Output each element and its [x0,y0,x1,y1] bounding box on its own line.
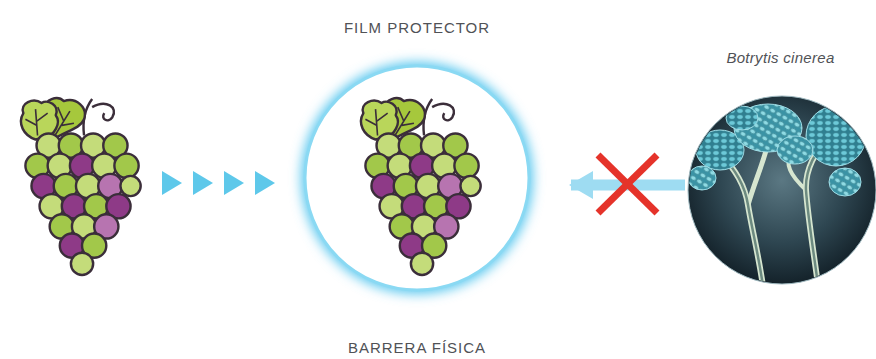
barrier-circle: FILM PROTECTOR BARRERA FÍSICA [279,8,555,359]
node-outline [685,45,876,290]
chevron [224,171,244,195]
hypha [722,155,765,300]
cross-stroke [598,155,657,213]
node-heading: BARRERA FÍSICA [279,338,555,357]
node-heading: FILM PROTECTOR [279,18,555,37]
barrier-circle-shape [305,66,529,290]
chevron [162,171,182,195]
hypha-core [806,135,832,300]
conidia-cluster [688,166,716,190]
blocked-cross [598,155,657,213]
protected-grape-bunch [361,98,481,275]
hypha [748,135,770,205]
hypha [788,150,806,190]
hyphae [722,135,832,300]
connector-group [571,185,685,186]
chevron [193,171,213,195]
pathogen-circle: Botrytis cinerea [685,45,876,290]
flow-chevrons [162,171,275,195]
cross-stroke [598,155,657,213]
conidia-cluster [734,104,802,152]
grape-bunch [21,98,141,275]
conidia-cluster [726,106,758,130]
hypha-core [722,155,765,300]
blocked-arrow [571,180,685,191]
botrytis-micrograph [688,104,866,300]
micrograph-circle-shape [688,96,876,284]
conidia-cluster [777,136,813,164]
barrier-glow [301,62,533,294]
chevron [255,171,275,195]
conidia-cluster [829,168,861,196]
species-name: Botrytis cinerea [685,48,876,67]
node-outline [279,8,555,359]
conidia-cluster [696,130,744,170]
conidia-cluster [806,106,866,166]
hypha [806,135,832,300]
